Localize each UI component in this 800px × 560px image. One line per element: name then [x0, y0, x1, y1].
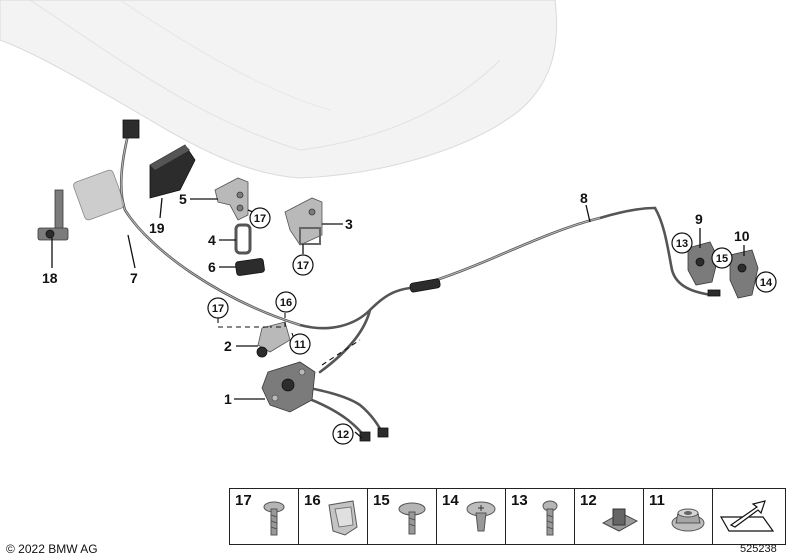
legend-cell-14: 14 [437, 489, 506, 544]
callout-18: 18 [42, 270, 58, 286]
callout-numbers: 1 2 3 4 5 6 7 8 9 10 18 19 [42, 190, 750, 407]
legend-cell-15: 15 [368, 489, 437, 544]
legend-cell-17: 17 [230, 489, 299, 544]
legend-cell-12: 12 [575, 489, 644, 544]
legend-number: 11 [649, 492, 665, 509]
callout-1: 1 [224, 391, 232, 407]
small-parts-legend: 17 16 15 14 13 [229, 488, 786, 545]
bolt-icon [263, 501, 285, 536]
callout-6: 6 [208, 259, 216, 275]
callout-12: 12 [337, 429, 349, 441]
document-number: 525238 [740, 543, 777, 555]
legend-cell-11: 11 [644, 489, 713, 544]
bolt-icon [542, 500, 558, 536]
part-12-connectors [359, 427, 389, 442]
legend-cell-16: 16 [299, 489, 368, 544]
callout-17-c: 17 [212, 303, 224, 315]
part-4-loop [234, 223, 252, 255]
part-9-latch [687, 241, 719, 286]
screw-icon [398, 502, 426, 535]
part-18-lock-assembly [37, 169, 125, 241]
callout-9: 9 [695, 211, 703, 227]
legend-number: 14 [442, 492, 459, 509]
connector-clip-icon [601, 508, 639, 532]
legend-number: 17 [235, 492, 252, 509]
callout-17-a: 17 [254, 213, 266, 225]
callout-4: 4 [208, 232, 216, 248]
legend-number: 13 [511, 492, 528, 509]
legend-cell-13: 13 [506, 489, 575, 544]
legend-number: 16 [304, 492, 321, 509]
part-6-pad [235, 258, 265, 276]
callout-16: 16 [280, 297, 292, 309]
callout-10: 10 [734, 228, 750, 244]
rivet-icon [466, 501, 496, 532]
callout-7: 7 [130, 270, 138, 286]
legend-number: 15 [373, 492, 390, 509]
part-5-bracket [214, 177, 249, 221]
callout-11: 11 [294, 339, 306, 351]
circled-callouts: 17 17 17 16 11 12 13 15 14 [207, 207, 777, 445]
nut-icon [671, 508, 705, 532]
callout-14: 14 [760, 277, 773, 289]
direction-arrow-icon [719, 500, 775, 532]
callout-3: 3 [345, 216, 353, 232]
callout-17-b: 17 [297, 260, 309, 272]
callout-15: 15 [716, 253, 728, 265]
legend-cell-direction [713, 489, 785, 544]
part-2-bracket [256, 321, 291, 358]
part-10-latch [707, 249, 759, 299]
callout-2: 2 [224, 338, 232, 354]
callout-8: 8 [580, 190, 588, 206]
part-3-bracket [284, 197, 323, 246]
part-19-cover [122, 119, 196, 199]
callout-13: 13 [676, 238, 688, 250]
cable-8 [408, 206, 714, 297]
part-1-hood-latch [261, 361, 316, 413]
legend-number: 12 [580, 492, 597, 509]
leader-lines [51, 197, 745, 439]
copyright-text: © 2022 BMW AG [6, 542, 98, 556]
hood-illustration [0, 0, 558, 179]
callout-5: 5 [179, 191, 187, 207]
clip-icon [328, 500, 358, 536]
callout-19: 19 [149, 220, 165, 236]
